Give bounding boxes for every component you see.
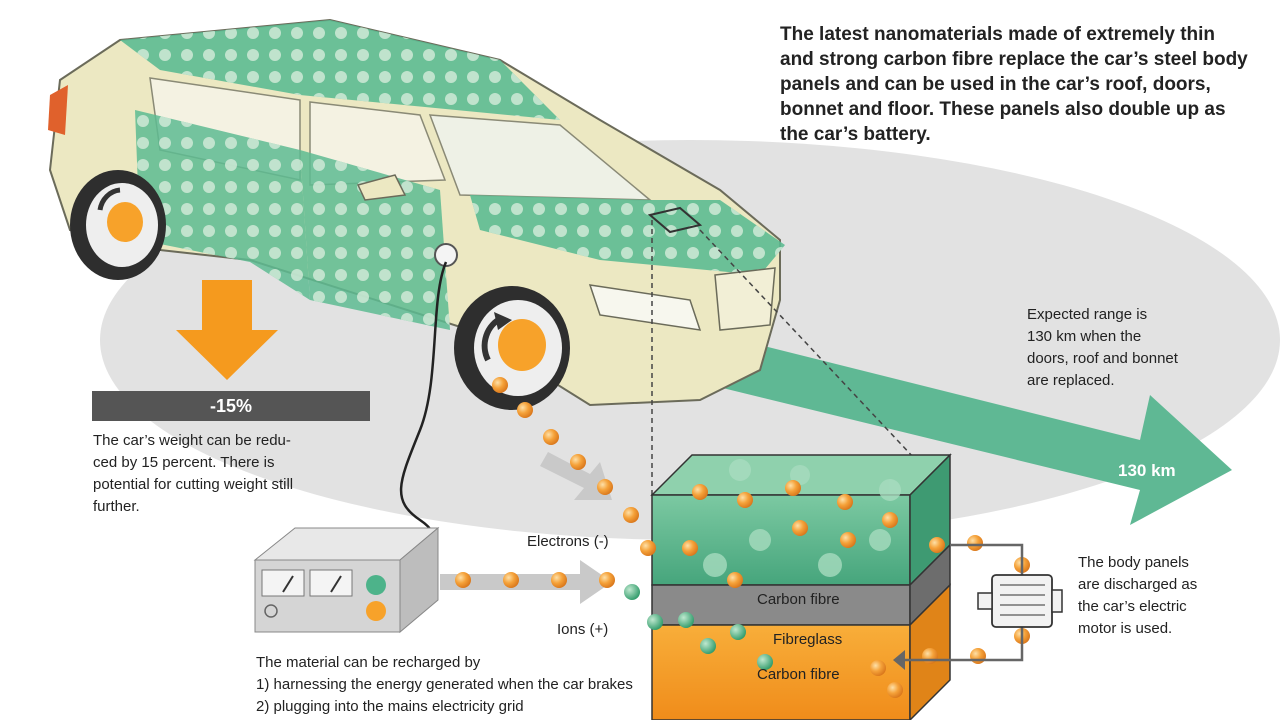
rear-wheel	[70, 170, 166, 280]
range-description: Expected range is 130 km when the doors,…	[1027, 306, 1178, 389]
electric-motor-icon	[977, 574, 1063, 628]
brake-flow-arrow	[540, 452, 612, 500]
weight-description: The car’s weight can be redu- ced by 15 …	[93, 432, 294, 515]
battery-block	[650, 453, 952, 720]
range-badge: 130 km	[1118, 461, 1176, 480]
layer-label-middle: Fibreglass	[773, 631, 843, 648]
layer-label-bottom: Carbon fibre	[757, 666, 840, 683]
electron-flow-arrow	[440, 560, 612, 604]
charger-box-icon	[253, 526, 440, 634]
weight-badge: -15%	[92, 391, 370, 421]
down-arrow-icon	[176, 280, 278, 380]
ion-particles	[624, 584, 773, 670]
front-wheel	[454, 286, 570, 410]
electron-particles	[455, 377, 1030, 698]
recharge-description: The material can be recharged by 1) harn…	[256, 654, 633, 715]
ions-label: Ions (+)	[557, 621, 609, 638]
layer-label-top: Carbon fibre	[757, 591, 840, 608]
range-arrow	[690, 330, 1232, 525]
electrons-label: Electrons (-)	[527, 533, 609, 550]
wheel-rotation-icon	[97, 187, 121, 211]
intro-text: The latest nanomaterials made of extreme…	[780, 24, 1248, 145]
car	[48, 18, 785, 410]
discharge-description: The body panels are discharged as the ca…	[1078, 554, 1198, 637]
